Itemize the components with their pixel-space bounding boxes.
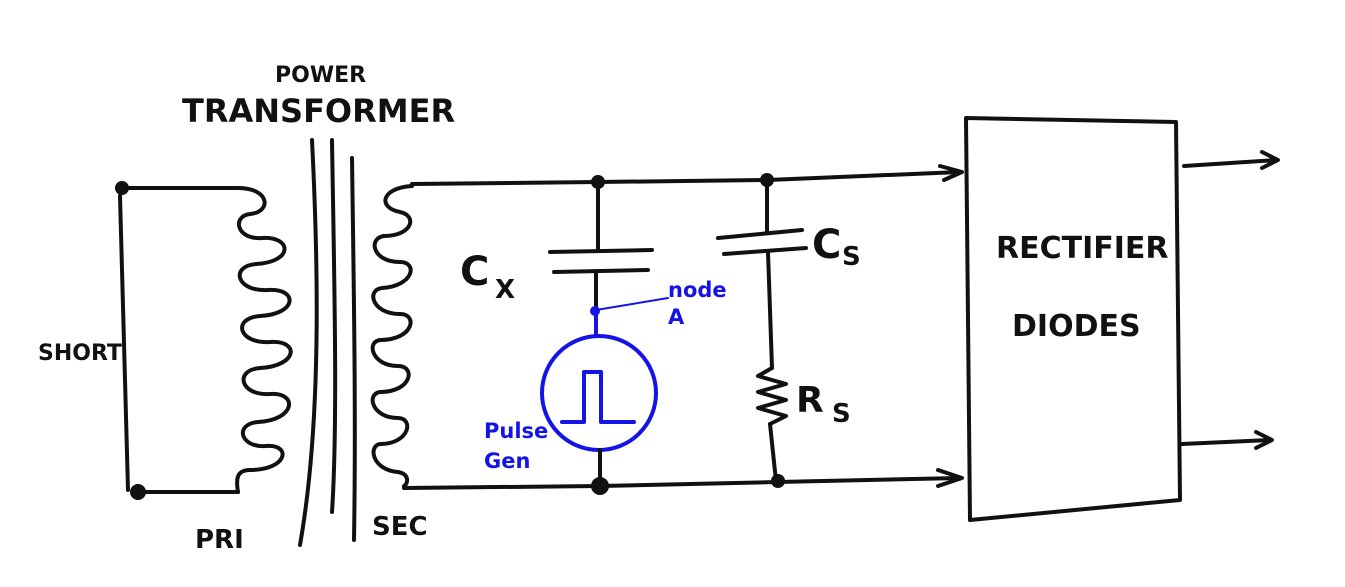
- cx-subscript: X: [495, 275, 515, 305]
- node-label: node: [668, 278, 727, 302]
- pri-label: PRI: [195, 525, 244, 555]
- cx-label: C: [460, 249, 489, 295]
- transformer-core: [298, 138, 357, 547]
- transformer-label: TRANSFORMER: [182, 92, 455, 130]
- rs-subscript: S: [832, 399, 851, 429]
- cs-capacitor: [716, 178, 808, 370]
- top-rail: [410, 170, 962, 186]
- primary-top-terminal: [115, 181, 129, 195]
- pulse-label: Pulse: [484, 419, 548, 443]
- sec-label: SEC: [372, 512, 428, 542]
- short-label: SHORT: [38, 341, 122, 366]
- rs-resistor: [756, 366, 788, 483]
- bottom-rail-arrow: [936, 468, 964, 488]
- secondary-winding: [370, 184, 414, 488]
- cs-label: C: [812, 222, 841, 268]
- primary-bottom-terminal: [130, 484, 146, 500]
- short-wire: [115, 181, 240, 500]
- rectifier-block: [964, 116, 1182, 522]
- rs-label: R: [796, 380, 824, 421]
- gen-label: Gen: [484, 449, 530, 473]
- node-a-label: A: [668, 305, 685, 329]
- rectifier-label: RECTIFIER: [996, 231, 1169, 266]
- cx-capacitor: [548, 180, 654, 312]
- bottom-rail: [402, 476, 962, 490]
- output-arrows: [1180, 150, 1280, 450]
- node-a-leader: [595, 297, 669, 311]
- primary-winding: [235, 186, 293, 494]
- top-rail-arrow: [938, 164, 964, 182]
- cs-subscript: S: [842, 242, 861, 272]
- power-label: POWER: [275, 63, 366, 88]
- pulse-generator: [540, 310, 658, 488]
- diodes-label: DIODES: [1012, 309, 1141, 344]
- pulse-waveform-icon: [560, 370, 636, 424]
